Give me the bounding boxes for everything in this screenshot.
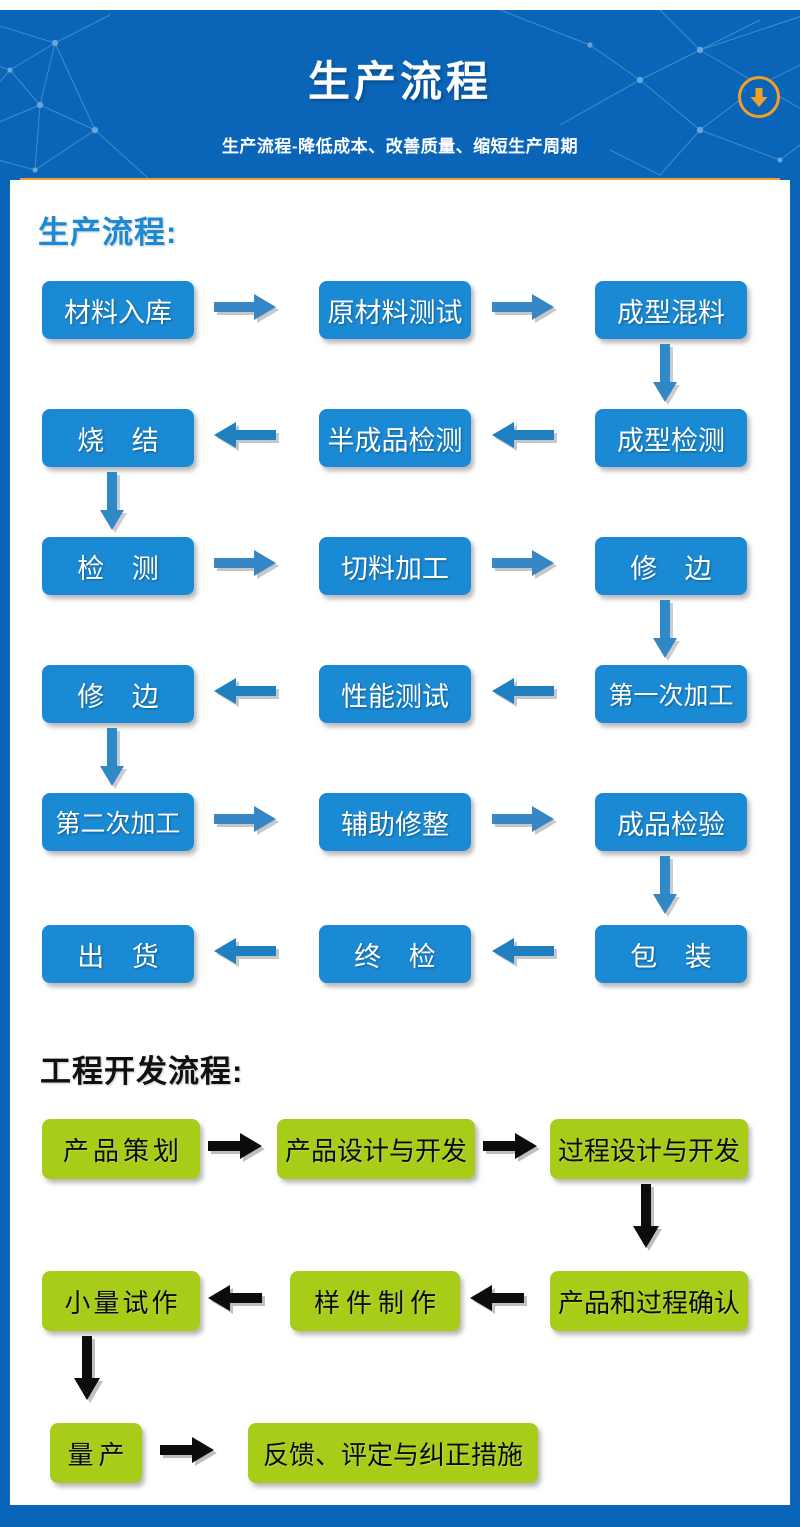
node-sintering[interactable]: 烧 结 (42, 409, 194, 467)
arrow-down-3 (653, 600, 689, 666)
arrow-left-6 (492, 938, 564, 970)
arrow-left-4 (492, 678, 564, 710)
node-trimming-1[interactable]: 修 边 (595, 537, 747, 595)
arrow-right-green-1 (208, 1133, 272, 1165)
node-second-machining[interactable]: 第二次加工 (42, 793, 194, 851)
node-forming-inspection[interactable]: 成型检测 (595, 409, 747, 467)
page-subtitle: 生产流程-降低成本、改善质量、缩短生产周期 (221, 137, 579, 156)
node-semi-finished-inspection[interactable]: 半成品检测 (319, 409, 471, 467)
arrow-left-1 (214, 422, 286, 454)
page-title: 生产流程 (307, 58, 492, 105)
node-product-planning[interactable]: 产品策划 (42, 1119, 200, 1179)
arrow-right-1 (214, 294, 286, 326)
arrow-right-3 (214, 550, 286, 582)
node-process-design-development[interactable]: 过程设计与开发 (550, 1119, 748, 1179)
card-bottom-edge (0, 1505, 800, 1527)
arrow-left-green-1 (208, 1285, 272, 1317)
node-packaging[interactable]: 包 装 (595, 925, 747, 983)
node-inspection[interactable]: 检 测 (42, 537, 194, 595)
download-arrow-icon[interactable] (738, 76, 780, 118)
arrow-left-3 (214, 678, 286, 710)
card-left-edge (0, 180, 10, 1510)
node-mass-production[interactable]: 量产 (50, 1423, 142, 1483)
header-divider-rule (20, 178, 780, 180)
arrow-down-green-1 (633, 1184, 670, 1256)
arrow-right-2 (492, 294, 564, 326)
arrow-right-green-2 (483, 1133, 547, 1165)
node-product-design-development[interactable]: 产品设计与开发 (277, 1119, 475, 1179)
page-header: 生产流程 生产流程-降低成本、改善质量、缩短生产周期 (0, 10, 800, 180)
node-cutting-processing[interactable]: 切料加工 (319, 537, 471, 595)
arrow-down-4 (100, 728, 136, 794)
arrow-right-5 (214, 806, 286, 838)
node-feedback-assessment-corrective-action[interactable]: 反馈、评定与纠正措施 (248, 1423, 538, 1483)
node-material-warehousing[interactable]: 材料入库 (42, 281, 194, 339)
arrow-down-1 (653, 344, 689, 410)
section-heading-production: 生产流程: (38, 215, 178, 250)
node-product-process-validation[interactable]: 产品和过程确认 (550, 1271, 748, 1331)
node-raw-material-test[interactable]: 原材料测试 (319, 281, 471, 339)
arrow-right-6 (492, 806, 564, 838)
node-trimming-2[interactable]: 修 边 (42, 665, 194, 723)
node-shipping[interactable]: 出 货 (42, 925, 194, 983)
node-auxiliary-finishing[interactable]: 辅助修整 (319, 793, 471, 851)
arrow-right-green-3 (160, 1437, 224, 1469)
arrow-left-green-2 (470, 1285, 534, 1317)
section-heading-engineering: 工程开发流程: (40, 1054, 244, 1089)
node-sample-making[interactable]: 样件制作 (290, 1271, 460, 1331)
node-performance-test[interactable]: 性能测试 (319, 665, 471, 723)
arrow-left-2 (492, 422, 564, 454)
arrow-down-green-2 (74, 1336, 111, 1408)
card-right-edge (790, 180, 800, 1510)
node-forming-mixing[interactable]: 成型混料 (595, 281, 747, 339)
node-finished-product-inspection[interactable]: 成品检验 (595, 793, 747, 851)
arrow-down-5 (653, 856, 689, 922)
arrow-left-5 (214, 938, 286, 970)
arrow-right-4 (492, 550, 564, 582)
node-first-machining[interactable]: 第一次加工 (595, 665, 747, 723)
arrow-down-2 (100, 472, 136, 538)
node-small-batch-trial[interactable]: 小量试作 (42, 1271, 200, 1331)
node-final-inspection[interactable]: 终 检 (319, 925, 471, 983)
